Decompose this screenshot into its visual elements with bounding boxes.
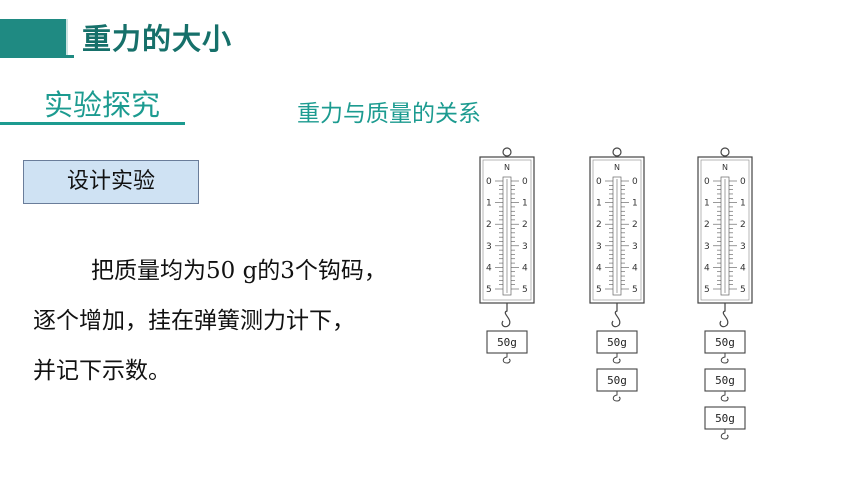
weight-label: 50g bbox=[607, 336, 627, 349]
scale-tick-label-right: 4 bbox=[522, 263, 528, 273]
instruction-line-1: 把质量均为50 g的3个钩码， bbox=[91, 258, 387, 284]
title-accent-stripe bbox=[66, 19, 75, 55]
scale-tick-label-left: 0 bbox=[704, 177, 710, 187]
weight-hook bbox=[720, 391, 729, 402]
scale-top-ring bbox=[502, 147, 512, 157]
scale-unit-label: N bbox=[722, 163, 728, 172]
section-label: 实验探究 bbox=[44, 88, 161, 122]
scale-tick-label-left: 5 bbox=[486, 285, 492, 295]
scale-tick-label-left: 2 bbox=[704, 220, 710, 230]
scale-tick-label-left: 0 bbox=[596, 177, 602, 187]
scale-body-inner bbox=[592, 159, 642, 301]
scale-tick-label-right: 3 bbox=[522, 242, 528, 252]
scale-tick-label-left: 4 bbox=[486, 263, 492, 273]
scale-hook bbox=[611, 303, 621, 328]
scale-tick-label-right: 2 bbox=[740, 220, 746, 230]
scale-tick-label-right: 2 bbox=[632, 220, 638, 230]
scale-tick-label-right: 5 bbox=[632, 285, 638, 295]
weight-label: 50g bbox=[715, 412, 735, 425]
design-experiment-box: 设计实验 bbox=[23, 160, 199, 204]
scale-tick-label-right: 5 bbox=[740, 285, 746, 295]
section-subtitle: 重力与质量的关系 bbox=[297, 101, 481, 127]
title-accent-underline bbox=[0, 55, 74, 58]
title-accent-bar bbox=[0, 19, 66, 55]
scale-tick-label-right: 1 bbox=[522, 199, 528, 209]
scale-tick-label-right: 1 bbox=[632, 199, 638, 209]
scale-tick-label-right: 1 bbox=[740, 199, 746, 209]
weight-hook bbox=[720, 353, 729, 364]
scale-tick-label-left: 1 bbox=[486, 199, 492, 209]
weight-label: 50g bbox=[607, 374, 627, 387]
spring-scale-figure: N 0 0 1 1 2 2 3 3 4 4 5 5 50g N 0 0 1 1 2 2 3 3 4 4 5 5 50g 50g N 0 0 1 1… bbox=[470, 145, 770, 455]
weight-hook bbox=[720, 429, 729, 440]
scale-tick-label-left: 3 bbox=[486, 242, 492, 252]
scale-tick-label-left: 2 bbox=[596, 220, 602, 230]
scale-tick-label-right: 4 bbox=[632, 263, 638, 273]
scale-tick-label-right: 0 bbox=[522, 177, 528, 187]
scale-hook bbox=[501, 303, 511, 328]
scale-tick-label-right: 3 bbox=[740, 242, 746, 252]
scale-top-ring bbox=[720, 147, 730, 157]
scale-top-ring bbox=[612, 147, 622, 157]
scale-unit-label: N bbox=[504, 163, 510, 172]
scale-tick-label-right: 4 bbox=[740, 263, 746, 273]
scale-tick-label-left: 4 bbox=[704, 263, 710, 273]
scale-unit-label: N bbox=[614, 163, 620, 172]
instruction-line-3: 并记下示数。 bbox=[33, 358, 171, 384]
scale-slot bbox=[612, 176, 622, 296]
scale-slot bbox=[502, 176, 512, 296]
scale-tick-label-right: 5 bbox=[522, 285, 528, 295]
scale-tick-label-left: 1 bbox=[596, 199, 602, 209]
scale-tick-label-left: 5 bbox=[704, 285, 710, 295]
weight-hook bbox=[502, 353, 511, 364]
scale-tick-label-left: 3 bbox=[704, 242, 710, 252]
scale-tick-label-left: 3 bbox=[596, 242, 602, 252]
weight-hook bbox=[612, 391, 621, 402]
weight-label: 50g bbox=[715, 336, 735, 349]
instruction-text: 把质量均为50 g的3个钩码， 逐个增加，挂在弹簧测力计下， 并记下示数。 bbox=[33, 246, 433, 396]
page-title: 重力的大小 bbox=[82, 22, 233, 56]
scale-tick-label-left: 5 bbox=[596, 285, 602, 295]
spring-scales-diagram: N 0 0 1 1 2 2 3 3 4 4 5 5 50g N 0 0 1 1 2 2 3 3 4 4 5 5 50g 50g N 0 0 1 1… bbox=[479, 147, 753, 440]
scale-tick-label-right: 0 bbox=[740, 177, 746, 187]
scale-tick-label-right: 0 bbox=[632, 177, 638, 187]
weight-hook bbox=[612, 353, 621, 364]
scale-body-inner bbox=[482, 159, 532, 301]
scale-body-inner bbox=[700, 159, 750, 301]
scale-tick-label-left: 2 bbox=[486, 220, 492, 230]
section-underline bbox=[0, 122, 185, 125]
scale-slot bbox=[720, 176, 730, 296]
scale-tick-label-right: 2 bbox=[522, 220, 528, 230]
instruction-line-2: 逐个增加，挂在弹簧测力计下， bbox=[33, 308, 355, 334]
weight-label: 50g bbox=[715, 374, 735, 387]
scale-hook bbox=[719, 303, 729, 328]
scale-tick-label-right: 3 bbox=[632, 242, 638, 252]
scale-tick-label-left: 0 bbox=[486, 177, 492, 187]
weight-label: 50g bbox=[497, 336, 517, 349]
scale-tick-label-left: 1 bbox=[704, 199, 710, 209]
scale-tick-label-left: 4 bbox=[596, 263, 602, 273]
